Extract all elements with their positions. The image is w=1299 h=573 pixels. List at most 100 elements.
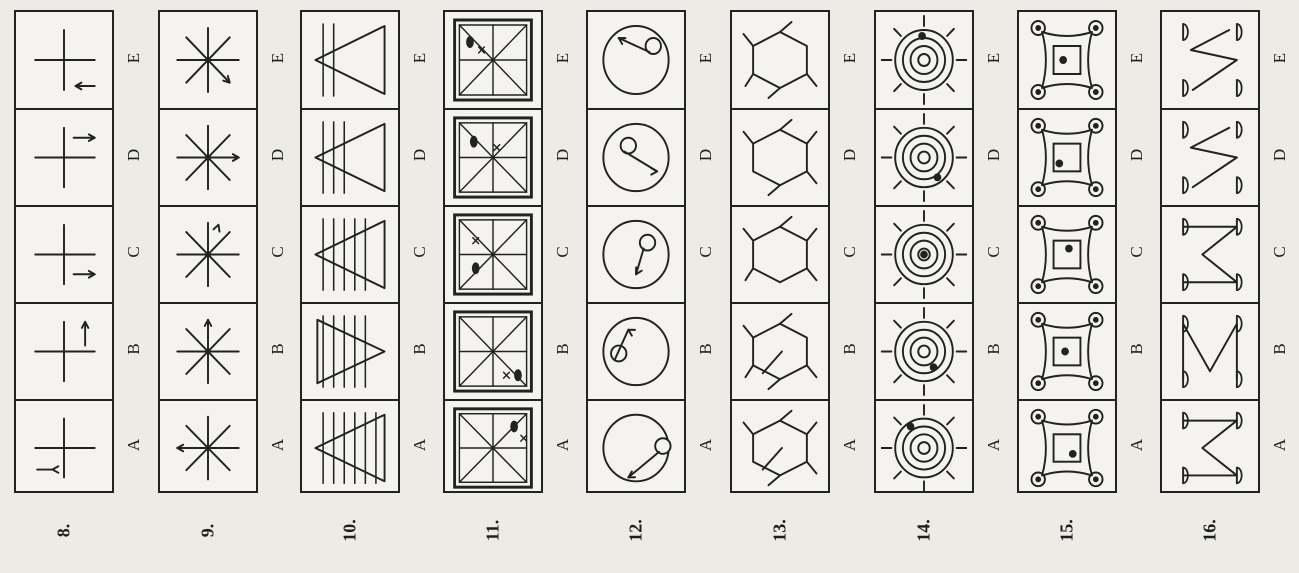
option-figure-d[interactable] <box>445 108 541 205</box>
option-figure-a[interactable] <box>876 399 972 495</box>
option-letter: B <box>696 339 716 359</box>
option-figure-a[interactable] <box>1019 399 1115 495</box>
figure-drawing <box>876 12 972 108</box>
figure-drawing <box>16 110 112 205</box>
figure-drawing <box>160 110 256 205</box>
option-letter: E <box>268 48 288 68</box>
figure-drawing <box>445 401 541 495</box>
answer-figure-strip <box>158 10 258 493</box>
option-letter: A <box>553 435 573 455</box>
option-figure-d[interactable] <box>160 108 256 205</box>
figure-drawing <box>876 304 972 399</box>
option-figure-d[interactable] <box>588 108 684 205</box>
figure-drawing <box>732 401 828 495</box>
figure-drawing <box>732 12 828 108</box>
option-letter: E <box>124 48 144 68</box>
option-letter: E <box>1270 48 1290 68</box>
option-figure-e[interactable] <box>1162 12 1258 108</box>
option-figure-b[interactable] <box>445 302 541 399</box>
option-letter: B <box>984 339 1004 359</box>
option-figure-d[interactable] <box>16 108 112 205</box>
option-figure-a[interactable] <box>1162 399 1258 495</box>
figure-drawing <box>588 401 684 495</box>
option-letter: C <box>840 242 860 262</box>
option-figure-e[interactable] <box>588 12 684 108</box>
option-letter: A <box>124 435 144 455</box>
option-figure-e[interactable] <box>160 12 256 108</box>
option-figure-d[interactable] <box>1019 108 1115 205</box>
option-letter: C <box>410 242 430 262</box>
option-figure-e[interactable] <box>445 12 541 108</box>
option-figure-b[interactable] <box>1019 302 1115 399</box>
option-figure-c[interactable] <box>1019 205 1115 302</box>
option-figure-a[interactable] <box>16 399 112 495</box>
option-figure-e[interactable] <box>302 12 398 108</box>
option-letter: A <box>1270 435 1290 455</box>
figure-drawing <box>445 304 541 399</box>
figure-drawing <box>732 207 828 302</box>
figure-drawing <box>1162 110 1258 205</box>
option-figure-e[interactable] <box>1019 12 1115 108</box>
question-number: 13. <box>770 511 791 551</box>
option-figure-c[interactable] <box>445 205 541 302</box>
option-figure-c[interactable] <box>1162 205 1258 302</box>
option-figure-b[interactable] <box>302 302 398 399</box>
option-figure-e[interactable] <box>732 12 828 108</box>
figure-drawing <box>1162 12 1258 108</box>
figure-drawing <box>732 304 828 399</box>
option-figure-c[interactable] <box>732 205 828 302</box>
option-letter: A <box>1127 435 1147 455</box>
option-letter: A <box>840 435 860 455</box>
option-figure-c[interactable] <box>16 205 112 302</box>
option-figure-a[interactable] <box>732 399 828 495</box>
figure-drawing <box>16 304 112 399</box>
figure-drawing <box>1162 401 1258 495</box>
option-figure-b[interactable] <box>732 302 828 399</box>
question-number: 10. <box>340 511 361 551</box>
option-letter: B <box>1127 339 1147 359</box>
option-figure-a[interactable] <box>160 399 256 495</box>
figure-drawing <box>445 110 541 205</box>
option-figure-e[interactable] <box>876 12 972 108</box>
figure-drawing <box>160 12 256 108</box>
answer-figure-strip <box>300 10 400 493</box>
figure-drawing <box>1162 207 1258 302</box>
option-letter: E <box>1127 48 1147 68</box>
question-number: 8. <box>54 511 75 551</box>
option-figure-d[interactable] <box>732 108 828 205</box>
option-figure-a[interactable] <box>302 399 398 495</box>
option-letter: D <box>696 145 716 165</box>
option-letter: A <box>984 435 1004 455</box>
answer-figure-strip <box>1017 10 1117 493</box>
answer-figure-strip <box>874 10 974 493</box>
option-letter: C <box>124 242 144 262</box>
figure-drawing <box>302 12 398 108</box>
option-letter: D <box>410 145 430 165</box>
option-figure-c[interactable] <box>160 205 256 302</box>
question-number: 14. <box>914 511 935 551</box>
answer-figure-strip <box>14 10 114 493</box>
option-figure-a[interactable] <box>445 399 541 495</box>
option-figure-b[interactable] <box>588 302 684 399</box>
figure-drawing <box>445 207 541 302</box>
option-figure-d[interactable] <box>1162 108 1258 205</box>
option-figure-b[interactable] <box>16 302 112 399</box>
option-figure-d[interactable] <box>302 108 398 205</box>
option-figure-a[interactable] <box>588 399 684 495</box>
option-figure-e[interactable] <box>16 12 112 108</box>
figure-drawing <box>588 12 684 108</box>
option-figure-b[interactable] <box>160 302 256 399</box>
figure-drawing <box>160 207 256 302</box>
option-figure-b[interactable] <box>1162 302 1258 399</box>
option-figure-c[interactable] <box>588 205 684 302</box>
option-letter: D <box>268 145 288 165</box>
figure-drawing <box>1019 12 1115 108</box>
option-figure-d[interactable] <box>876 108 972 205</box>
figure-drawing <box>876 207 972 302</box>
option-figure-c[interactable] <box>876 205 972 302</box>
option-figure-b[interactable] <box>876 302 972 399</box>
option-figure-c[interactable] <box>302 205 398 302</box>
